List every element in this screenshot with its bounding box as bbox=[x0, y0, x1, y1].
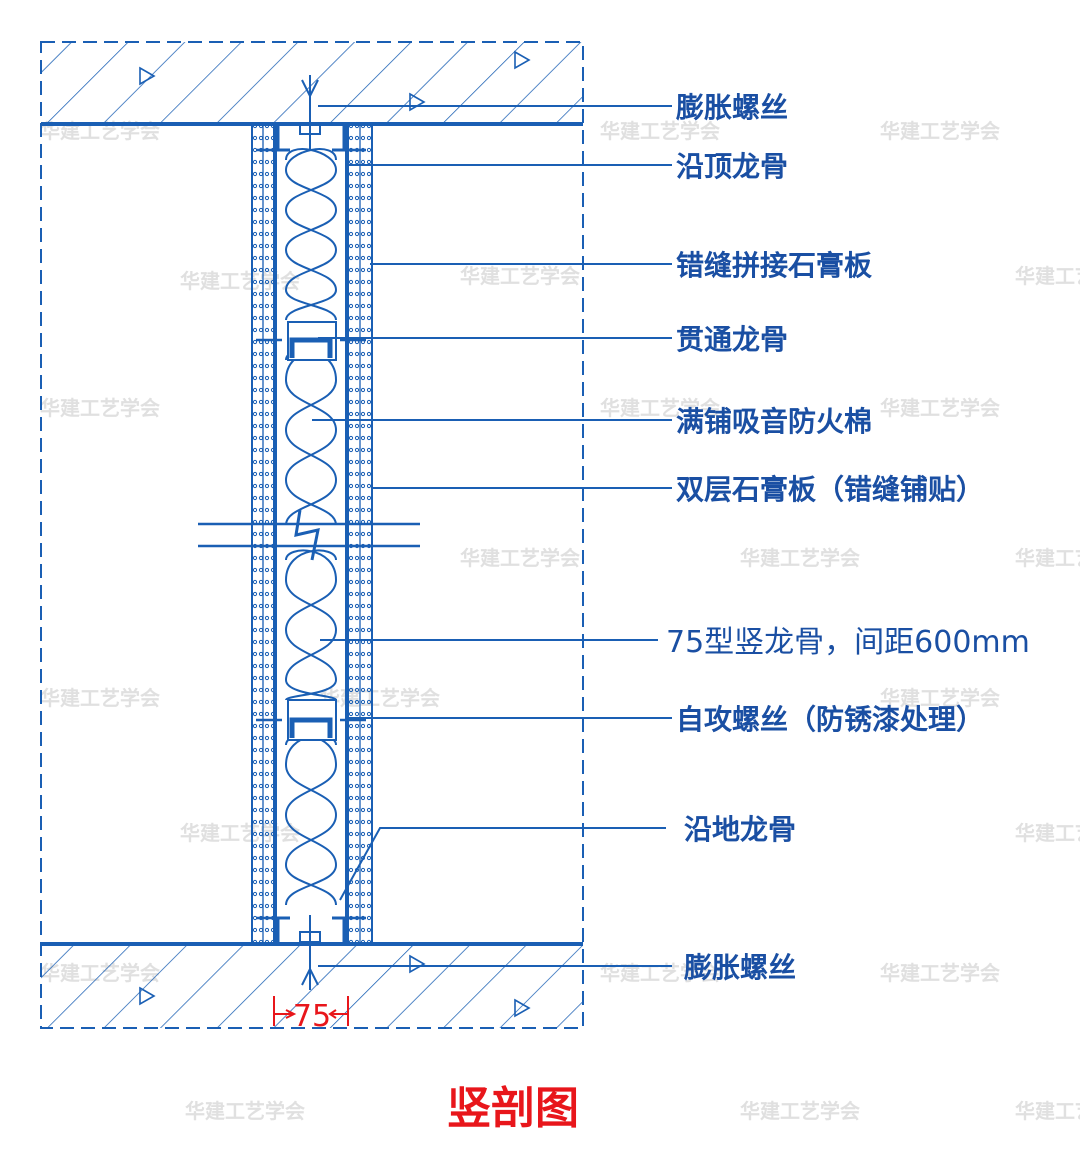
label-double-gypsum: 双层石膏板（错缝铺贴） bbox=[676, 473, 984, 506]
screws bbox=[256, 148, 366, 920]
watermark: 华建工艺学会 bbox=[740, 1099, 860, 1123]
label-stud: 75型竖龙骨，间距600mm bbox=[666, 625, 1030, 660]
wall-assembly bbox=[198, 75, 420, 990]
watermark: 华建工艺学会 bbox=[40, 686, 160, 710]
label-anchor-bolt-bottom: 膨胀螺丝 bbox=[683, 951, 796, 984]
floor-slab bbox=[41, 942, 583, 1028]
watermark: 华建工艺学会 bbox=[880, 686, 1000, 710]
expansion-bolt-top bbox=[299, 75, 321, 150]
leader-lines bbox=[312, 105, 672, 967]
label-staggered-gypsum: 错缝拼接石膏板 bbox=[676, 249, 872, 282]
through-channel-upper bbox=[287, 321, 337, 361]
watermark: 华建工艺学会 bbox=[1015, 264, 1080, 288]
watermark: 华建工艺学会 bbox=[880, 396, 1000, 420]
watermark: 华建工艺学会 bbox=[1015, 821, 1080, 845]
watermark: 华建工艺学会 bbox=[185, 1099, 305, 1123]
watermark: 华建工艺学会 bbox=[1015, 546, 1080, 570]
insulation-lower bbox=[284, 549, 338, 701]
watermark: 华建工艺学会 bbox=[600, 119, 720, 143]
watermark: 华建工艺学会 bbox=[180, 269, 300, 293]
label-insulation: 满铺吸音防火棉 bbox=[676, 405, 872, 438]
insulation-bottom bbox=[284, 734, 338, 906]
label-floor-track: 沿地龙骨 bbox=[684, 813, 796, 846]
watermark: 华建工艺学会 bbox=[40, 396, 160, 420]
watermark: 华建工艺学会 bbox=[320, 686, 440, 710]
label-anchor-bolt-top: 膨胀螺丝 bbox=[675, 91, 788, 124]
label-self-tapping-screw: 自攻螺丝（防锈漆处理） bbox=[676, 703, 984, 736]
watermark: 华建工艺学会 bbox=[180, 821, 300, 845]
dimension-label: 75 bbox=[293, 999, 331, 1034]
insulation-middle bbox=[284, 349, 338, 526]
label-through-channel: 贯通龙骨 bbox=[676, 323, 788, 356]
watermark: 华建工艺学会 bbox=[460, 264, 580, 288]
break-line bbox=[198, 509, 420, 561]
ceiling-slab bbox=[41, 42, 583, 126]
label-top-track: 沿顶龙骨 bbox=[676, 150, 788, 183]
through-channel-lower bbox=[287, 699, 337, 741]
watermark: 华建工艺学会 bbox=[600, 396, 720, 420]
dimension-75 bbox=[273, 996, 349, 1026]
watermark: 华建工艺学会 bbox=[880, 119, 1000, 143]
drawing-title: 竖剖图 bbox=[447, 1083, 579, 1134]
watermark: 华建工艺学会 bbox=[460, 546, 580, 570]
watermark: 华建工艺学会 bbox=[1015, 1099, 1080, 1123]
watermark: 华建工艺学会 bbox=[740, 546, 860, 570]
expansion-bolt-bottom bbox=[299, 915, 321, 990]
watermarks: 华建工艺学会 华建工艺学会 华建工艺学会 华建工艺学会 华建工艺学会 华建工艺学… bbox=[40, 119, 1080, 1123]
watermark: 华建工艺学会 bbox=[880, 961, 1000, 985]
insulation-upper bbox=[284, 148, 338, 321]
